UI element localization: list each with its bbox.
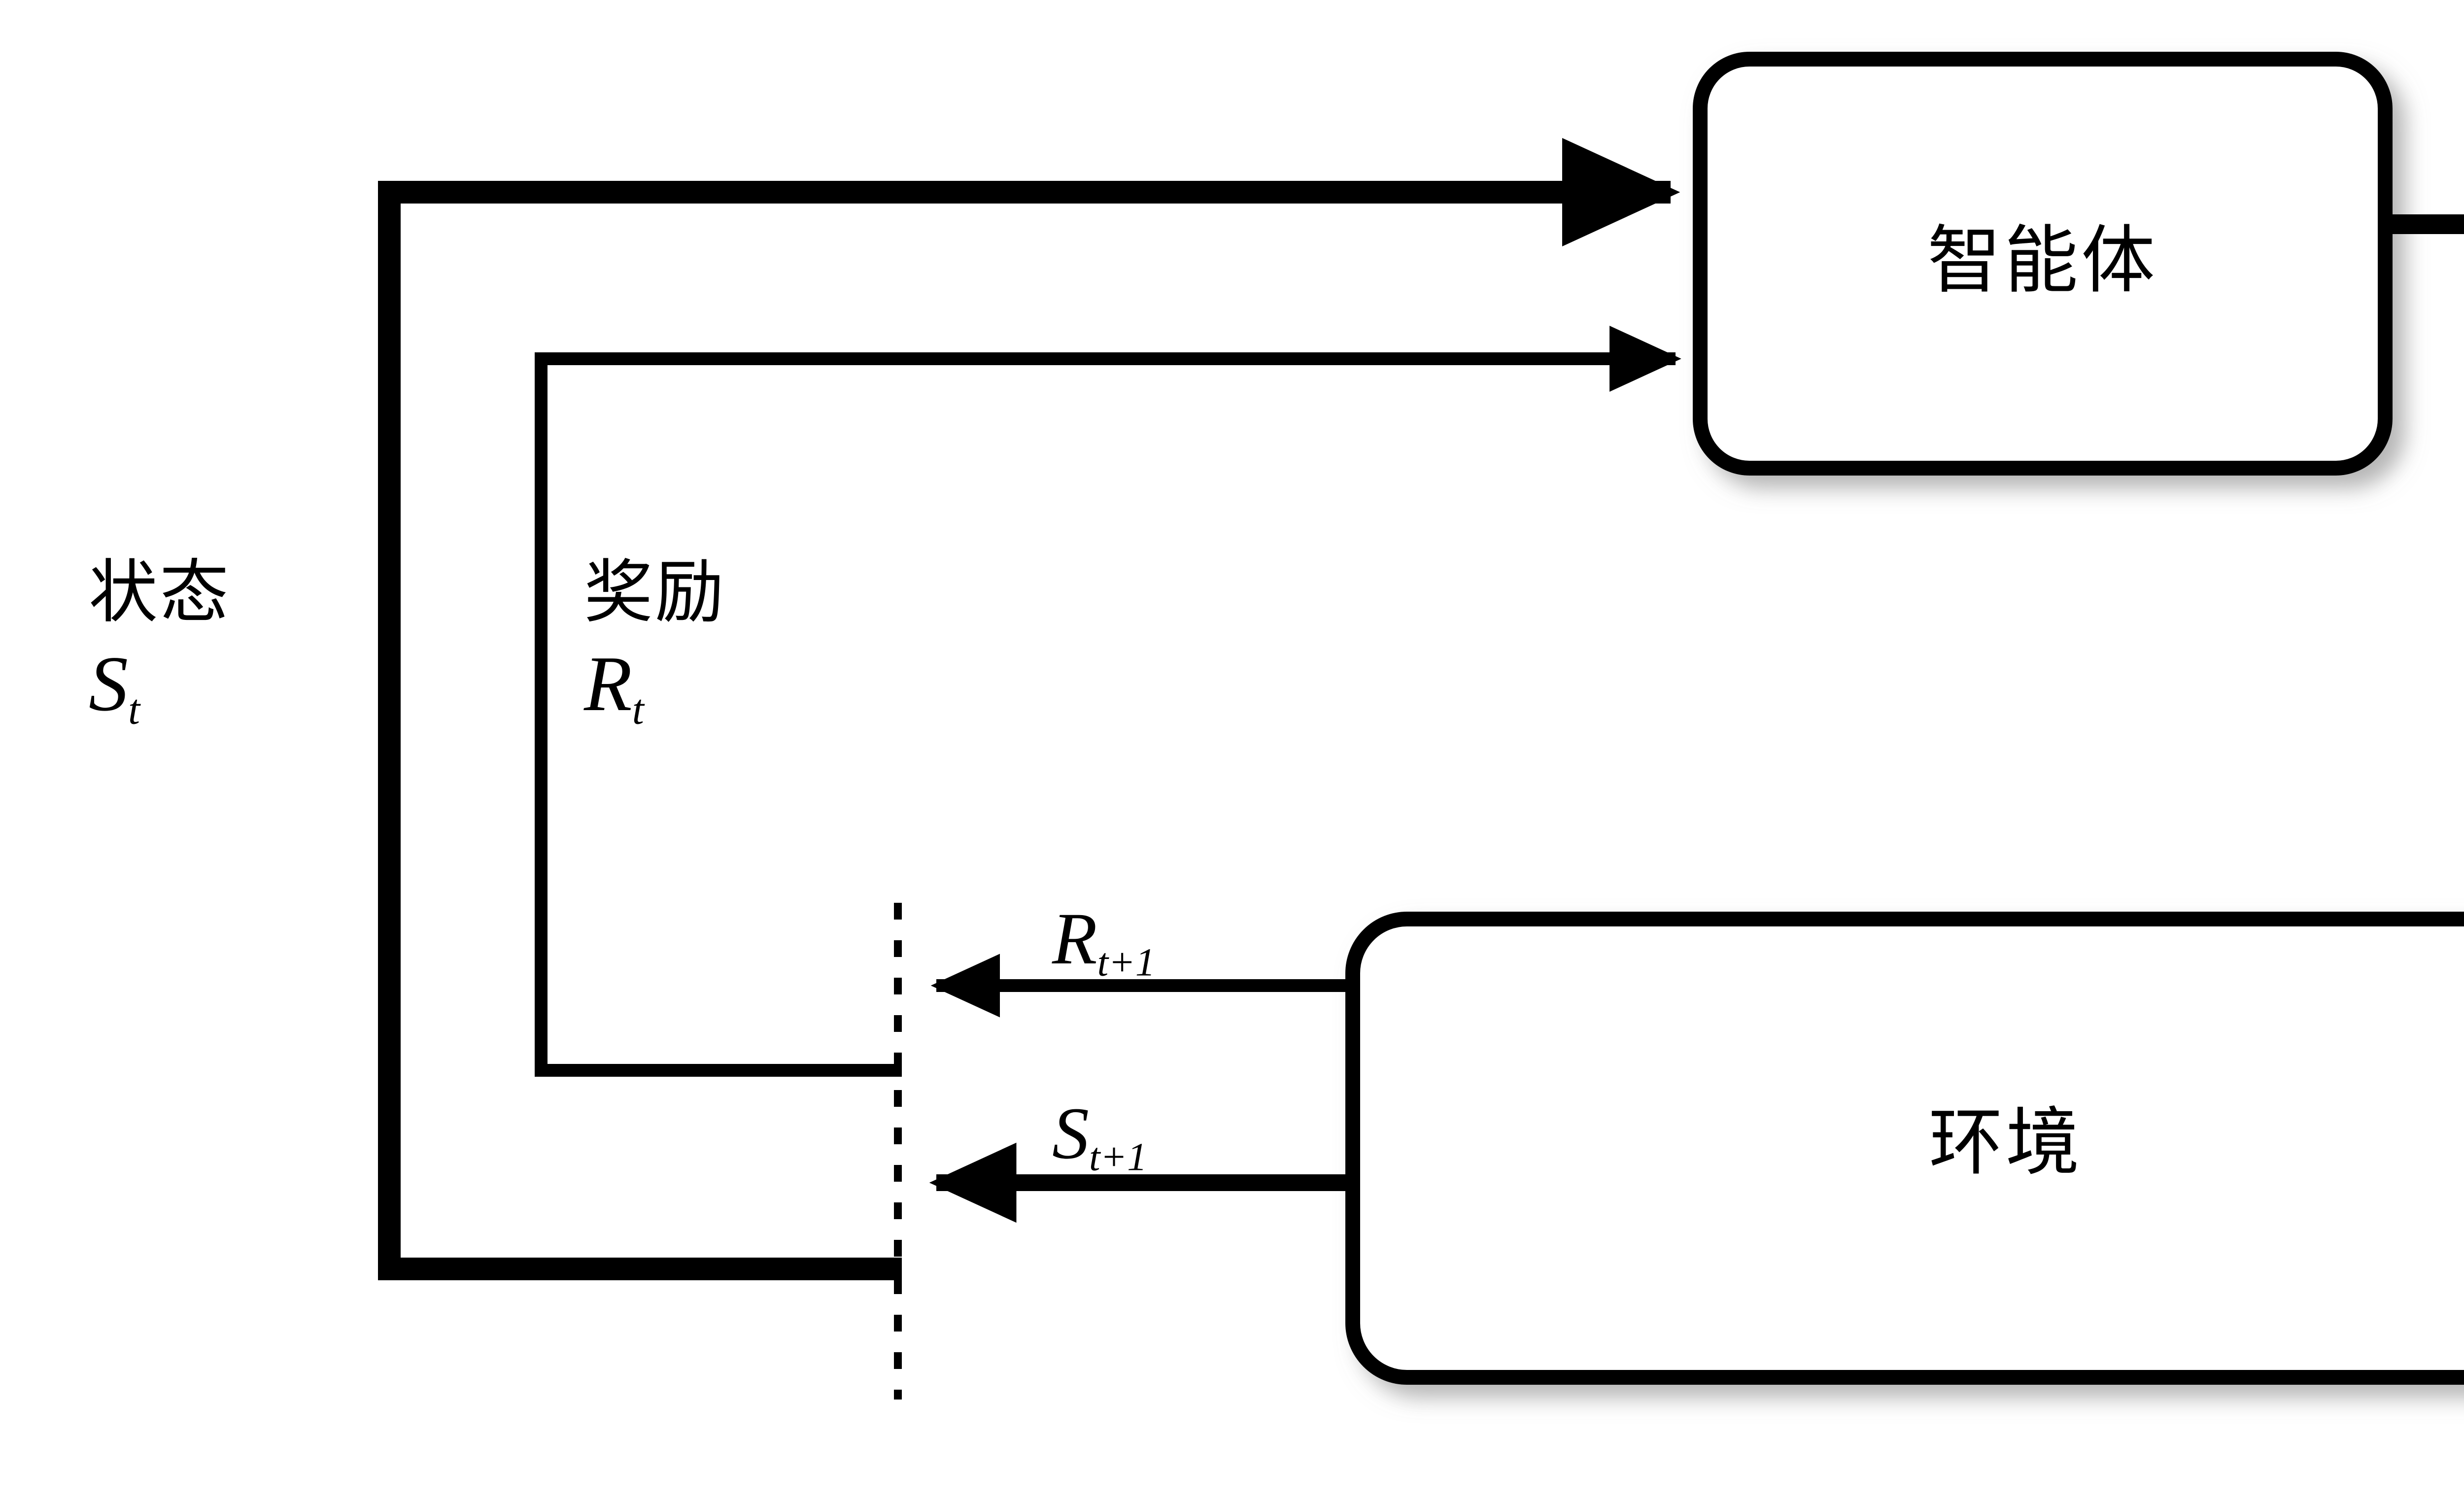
next-reward-symbol-subscript: t+1 [1097,940,1156,985]
next-reward-symbol-letter: R [1052,898,1097,980]
agent-label: 智能体 [1927,220,2158,302]
agent-box[interactable] [1693,52,2393,476]
state-feedback-path [378,137,1680,1280]
reward-symbol: Rt [584,638,726,734]
state-label-group: 状态 St [89,557,231,734]
environment-box[interactable] [1345,912,2464,1385]
reward-feedback-path [535,326,1681,1077]
figure-caption [118,1471,1301,1501]
reward-symbol-subscript: t [632,685,644,733]
next-state-symbol-letter: S [1052,1093,1089,1174]
state-symbol-letter: S [89,640,128,727]
state-symbol-subscript: t [128,685,140,733]
reward-symbol-letter: R [584,640,632,727]
state-symbol: St [89,638,231,734]
state-term: 状态 [89,555,231,631]
next-reward-label: Rt+1 [1052,902,1155,982]
environment-label: 环境 [1928,1102,2083,1184]
reward-term: 奖励 [584,555,726,631]
environment-node[interactable] [1345,912,2464,1385]
next-state-symbol-subscript: t+1 [1089,1134,1147,1179]
next-state-label: St+1 [1052,1096,1147,1177]
agent-node[interactable] [1693,52,2393,476]
reward-label-group: 奖励 Rt [584,557,726,734]
